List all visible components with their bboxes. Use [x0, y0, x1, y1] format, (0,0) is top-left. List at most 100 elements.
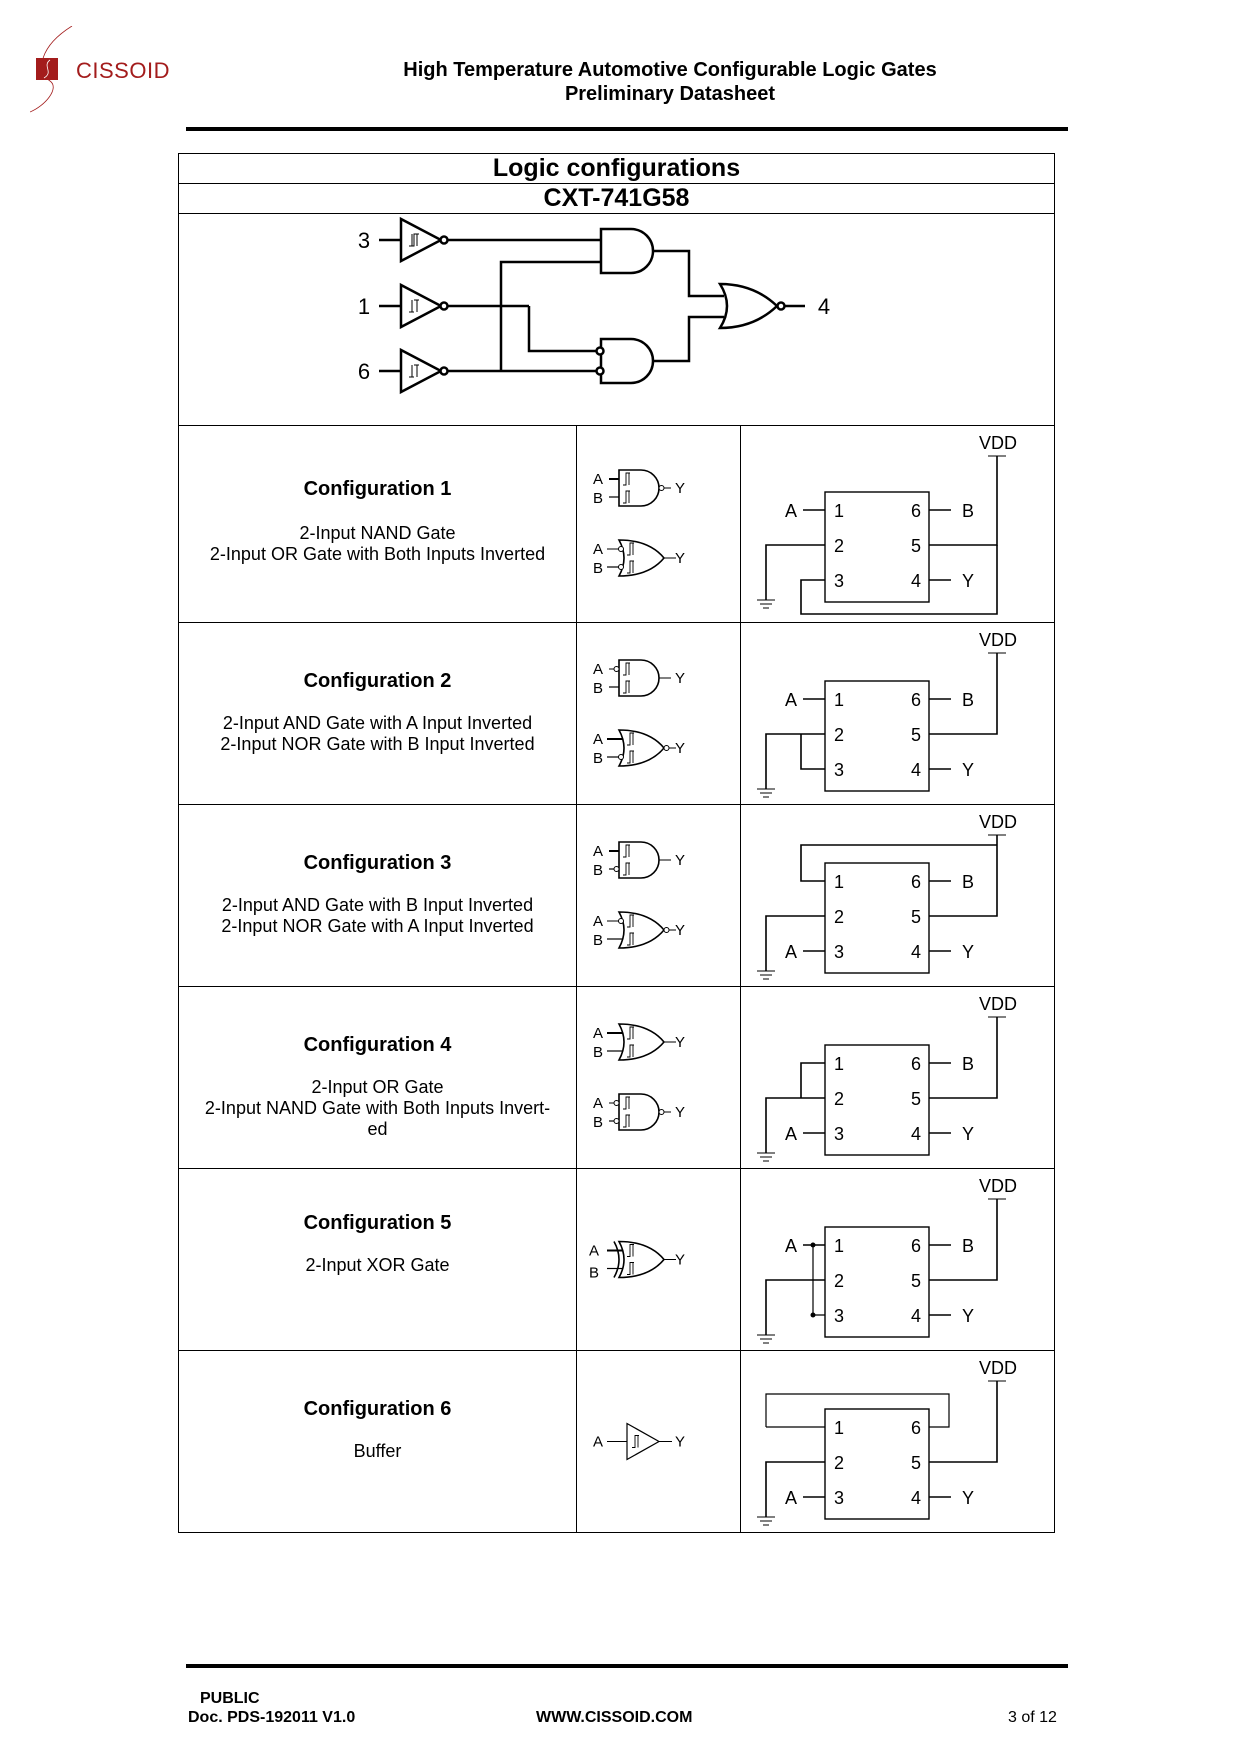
logic-configurations-table: Logic configurations CXT-741G58 [178, 153, 1055, 1533]
svg-text:Y: Y [675, 1252, 685, 1269]
brand-name: CISSOID [76, 58, 170, 83]
pin-left-2: 2 [834, 1089, 844, 1109]
pin-left-1: 1 [834, 872, 844, 892]
svg-text:A: A [785, 690, 797, 710]
svg-text:A: A [785, 1488, 797, 1508]
svg-text:A: A [593, 1434, 603, 1451]
svg-text:Y: Y [675, 852, 685, 869]
pin-right-4: 4 [911, 1306, 921, 1326]
footer-rule [186, 1664, 1068, 1668]
svg-text:Y: Y [675, 550, 685, 567]
svg-text:Y: Y [675, 922, 685, 939]
configuration-function-list: 2-Input XOR Gate [187, 1255, 568, 1276]
svg-text:A: A [593, 843, 603, 860]
configuration-row: Configuration 2 2-Input AND Gate with A I… [179, 623, 1054, 805]
svg-text:Y: Y [962, 1124, 974, 1144]
vdd-label: VDD [979, 630, 1017, 650]
pin-right-6: 6 [911, 1236, 921, 1256]
pin-right-4: 4 [911, 760, 921, 780]
input-pin-6: 6 [358, 359, 370, 384]
svg-text:Y: Y [962, 760, 974, 780]
svg-text:Y: Y [962, 571, 974, 591]
pin-left-1: 1 [834, 1054, 844, 1074]
configuration-function: 2-Input OR Gate with Both Inputs Inverte… [209, 544, 546, 564]
schmitt-inverter-1 [379, 216, 449, 264]
logic-diagram: 3 1 6 4 [179, 214, 1054, 426]
svg-text:Y: Y [962, 1306, 974, 1326]
svg-text:B: B [593, 1044, 603, 1061]
configuration-function: 2-Input NAND Gate with Both Inputs Inver… [204, 1098, 551, 1118]
document-number: Doc. PDS-192011 V1.0 [188, 1709, 356, 1726]
svg-text:B: B [593, 680, 603, 697]
svg-text:A: A [593, 541, 603, 558]
pin-left-3: 3 [834, 1124, 844, 1144]
pin-right-6: 6 [911, 690, 921, 710]
svg-text:A: A [593, 913, 603, 930]
configuration-name: Configuration 2 [303, 670, 452, 692]
svg-text:B: B [962, 1236, 974, 1256]
svg-text:A: A [593, 1095, 603, 1112]
svg-text:B: B [962, 501, 974, 521]
svg-text:B: B [593, 932, 603, 949]
svg-text:A: A [593, 731, 603, 748]
pin-left-2: 2 [834, 1271, 844, 1291]
svg-text:Y: Y [675, 740, 685, 757]
configuration-name: Configuration 6 [303, 1398, 452, 1420]
svg-text:A: A [785, 1236, 797, 1256]
input-pin-1: 1 [358, 294, 370, 319]
pin-right-5: 5 [911, 1453, 921, 1473]
pin-right-5: 5 [911, 907, 921, 927]
svg-text:Y: Y [675, 480, 685, 497]
pin-right-4: 4 [911, 942, 921, 962]
pin-right-6: 6 [911, 1418, 921, 1438]
configuration-function: 2-Input NOR Gate with B Input Inverted [220, 734, 535, 754]
svg-text:A: A [593, 1025, 603, 1042]
configuration-name: Configuration 4 [303, 1034, 452, 1056]
svg-text:Y: Y [962, 942, 974, 962]
pin-right-5: 5 [911, 1089, 921, 1109]
pin-left-2: 2 [834, 907, 844, 927]
pin-left-3: 3 [834, 942, 844, 962]
pin-left-2: 2 [834, 536, 844, 556]
configuration-name: Configuration 5 [303, 1212, 452, 1234]
svg-text:B: B [593, 560, 603, 577]
pin-left-1: 1 [834, 690, 844, 710]
part-number: CXT-741G58 [179, 184, 1054, 214]
logic-circuit-schematic: 3 1 6 4 [358, 216, 830, 395]
svg-text:Y: Y [675, 1034, 685, 1051]
pin-left-1: 1 [834, 501, 844, 521]
vdd-label: VDD [979, 433, 1017, 453]
svg-text:A: A [593, 471, 603, 488]
svg-text:A: A [785, 942, 797, 962]
configuration-function: 2-Input NOR Gate with A Input Inverted [221, 916, 534, 936]
page-number: 3 of 12 [1008, 1709, 1057, 1726]
pin-left-3: 3 [834, 571, 844, 591]
vdd-label: VDD [979, 1176, 1017, 1196]
website-link[interactable]: WWW.CISSOID.COM [536, 1709, 693, 1726]
classification-label: PUBLIC [200, 1690, 260, 1707]
title-line-2: Preliminary Datasheet [564, 83, 776, 105]
